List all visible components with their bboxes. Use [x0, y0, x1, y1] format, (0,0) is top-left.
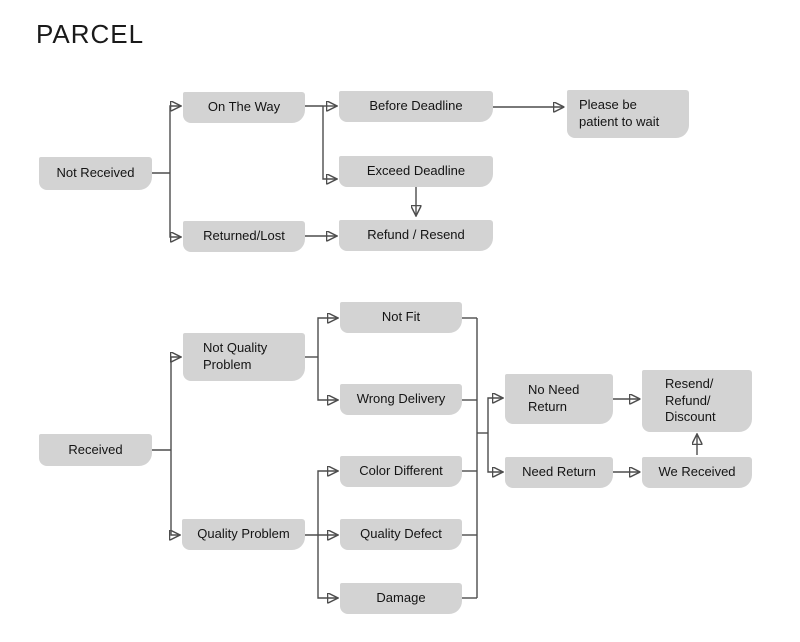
edge-nqp-to-not-fit — [317, 318, 337, 357]
node-returned-lost: Returned/Lost — [183, 221, 305, 252]
node-color-different: Color Different — [340, 456, 462, 487]
node-no-need-return: No Need Return — [505, 374, 613, 424]
edge-not-received-to-returned-lost — [169, 173, 180, 237]
edge-qp-to-damage — [317, 535, 337, 598]
edge-qp-to-color-different — [317, 471, 337, 535]
edge-junction-to-need-return — [487, 433, 502, 472]
node-wrong-delivery: Wrong Delivery — [340, 384, 462, 415]
edge-junction-to-no-need-return — [487, 398, 502, 433]
node-damage: Damage — [340, 583, 462, 614]
node-we-received: We Received — [642, 457, 752, 488]
edge-nqp-to-wrong-delivery — [317, 357, 337, 400]
node-on-the-way: On The Way — [183, 92, 305, 123]
node-refund-resend: Refund / Resend — [339, 220, 493, 251]
node-need-return: Need Return — [505, 457, 613, 488]
node-quality-problem: Quality Problem — [182, 519, 305, 550]
node-resend-refund-discount: Resend/ Refund/ Discount — [642, 370, 752, 432]
node-received: Received — [39, 434, 152, 466]
node-exceed-deadline: Exceed Deadline — [339, 156, 493, 187]
diagram-title: PARCEL — [36, 19, 145, 49]
node-before-deadline: Before Deadline — [339, 91, 493, 122]
edge-on-the-way-to-exceed-deadline — [322, 106, 336, 179]
node-not-received: Not Received — [39, 157, 152, 190]
node-not-quality-problem: Not Quality Problem — [183, 333, 305, 381]
edge-received-to-not-quality-problem — [171, 357, 180, 450]
node-not-fit: Not Fit — [340, 302, 462, 333]
edge-not-received-to-on-the-way — [169, 106, 180, 173]
node-please-wait: Please be patient to wait — [567, 90, 689, 138]
node-quality-defect: Quality Defect — [340, 519, 462, 550]
edge-received-to-quality-problem — [171, 450, 179, 535]
